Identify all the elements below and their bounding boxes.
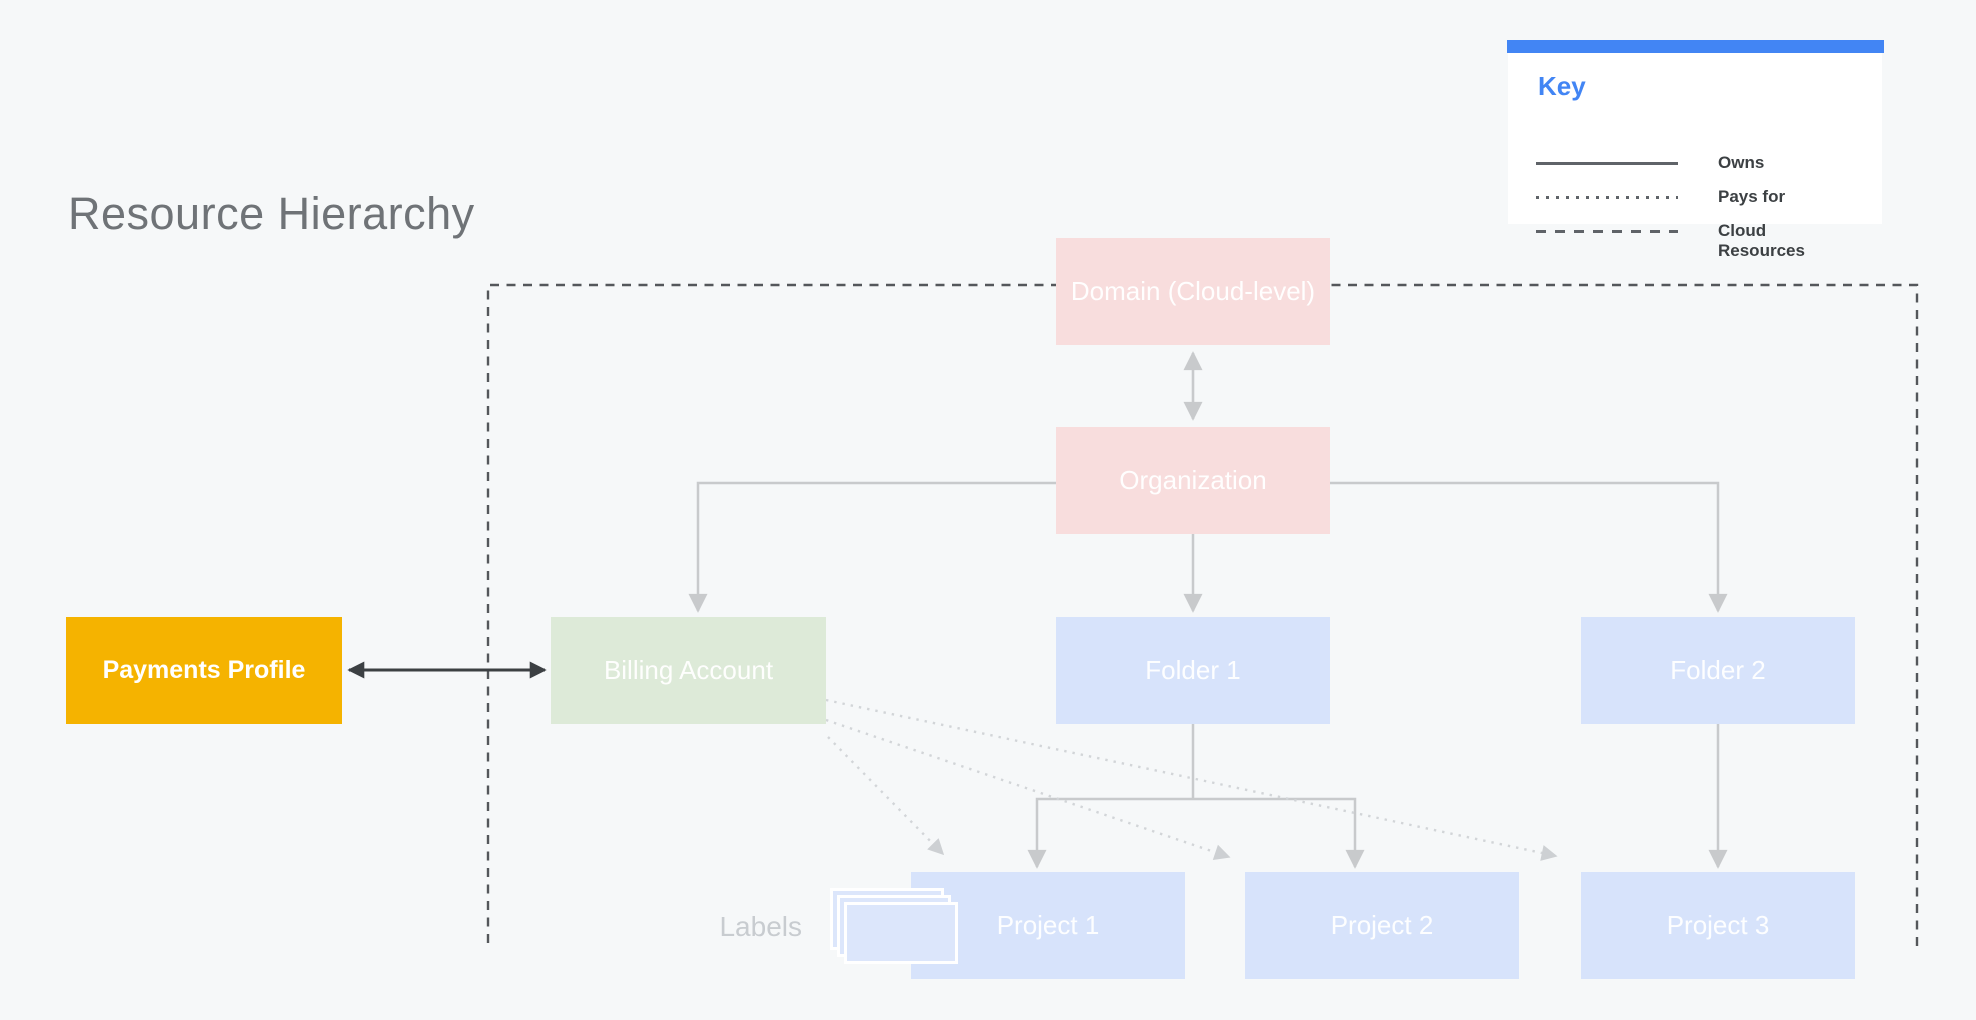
legend: Key Owns Pays for Cloud Resources [1507, 40, 1884, 260]
edge-owns-organization-billing-account [688, 481, 1056, 613]
legend-row-owns: Owns [1536, 153, 1836, 173]
legend-label-owns: Owns [1718, 153, 1765, 172]
node-project-3: Project 3 [1581, 872, 1855, 979]
label-card-front [844, 902, 958, 964]
edge-pays-billing-project2 [825, 718, 1231, 860]
legend-body: Key Owns Pays for Cloud Resources [1508, 53, 1882, 260]
edge-owns-folder1-projects [1027, 723, 1365, 869]
legend-label-pays-for: Pays for [1718, 187, 1786, 206]
legend-row-pays-for: Pays for [1536, 187, 1836, 207]
cloud-resources-line-sample [1536, 230, 1678, 233]
page-title: Resource Hierarchy [68, 188, 475, 239]
node-domain: Domain (Cloud-level) [1056, 238, 1330, 345]
node-billing-account: Billing Account [551, 617, 826, 724]
owns-line-sample [1536, 161, 1678, 165]
node-organization: Organization [1056, 427, 1330, 534]
legend-label-cloud-resources: Cloud Resources [1718, 221, 1805, 260]
pays-for-line-sample [1536, 195, 1678, 199]
node-folder-1: Folder 1 [1056, 617, 1330, 724]
labels-caption: Labels [719, 911, 802, 942]
legend-row-cloud-resources: Cloud Resources [1536, 221, 1836, 261]
legend-accent-bar [1507, 40, 1884, 53]
edge-owns-organization-folder2 [1330, 481, 1728, 613]
edge-pays-billing-project3 [825, 698, 1558, 861]
labels-stack-icon [830, 888, 960, 966]
legend-title: Key [1538, 71, 1586, 101]
node-payments-profile: Payments Profile [66, 617, 342, 724]
node-project-2: Project 2 [1245, 872, 1519, 979]
edge-pays-billing-project1 [827, 736, 945, 856]
node-folder-2: Folder 2 [1581, 617, 1855, 724]
